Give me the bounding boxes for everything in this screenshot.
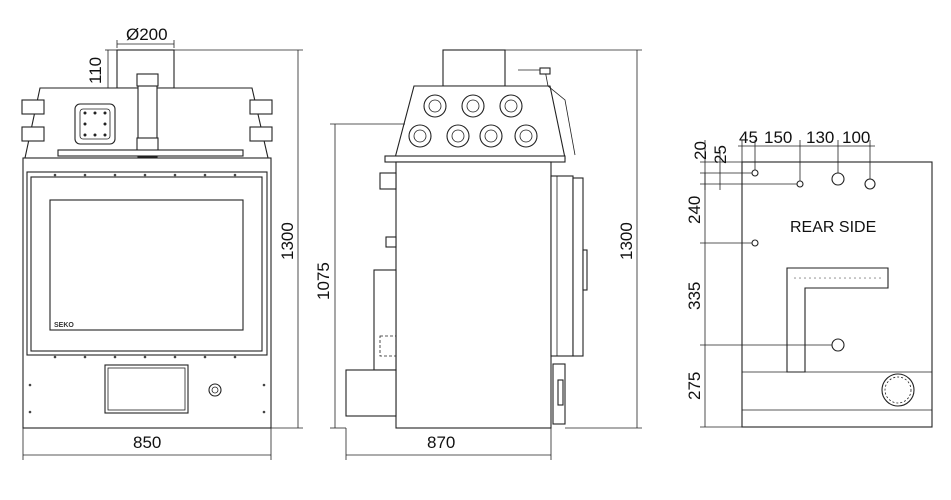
rear-air-inlet [881, 373, 915, 407]
front-view: SEKO Ø200 110 1300 [21, 25, 303, 460]
rear-dim-left-1: 240 [685, 196, 704, 224]
rear-dim-left-3: 275 [685, 372, 704, 400]
rear-hole [751, 239, 759, 247]
front-tab-left-1 [21, 99, 45, 115]
rear-dim-top-1: 45 [739, 128, 758, 147]
front-ash-door [104, 364, 189, 414]
front-brand-label: SEKO [54, 322, 74, 329]
rear-dim-top-4: 100 [842, 128, 870, 147]
rear-title: REAR SIDE [790, 219, 876, 236]
front-tab-right-1 [249, 99, 273, 115]
rear-view: REAR SIDE [685, 128, 933, 428]
front-bracket-top [136, 73, 159, 87]
front-tab-right-2 [249, 126, 273, 142]
dim-front-total-height: 1300 [278, 222, 297, 260]
dim-side-body-height: 1075 [314, 262, 333, 300]
front-glass [49, 199, 244, 331]
front-tab-left-2 [21, 126, 45, 142]
dim-side-depth: 870 [427, 433, 455, 452]
rear-hole [751, 169, 759, 177]
side-view: 1300 1075 870 [314, 49, 642, 460]
front-air-knob [208, 383, 222, 397]
rear-hole [864, 178, 876, 190]
dim-flue-height: 110 [86, 57, 105, 84]
dim-flue-diameter: Ø200 [126, 25, 168, 44]
side-flue-rings [408, 94, 538, 148]
front-rivets [28, 173, 266, 414]
rear-hole [831, 172, 845, 186]
side-flue-pipe [442, 49, 506, 87]
rear-dim-left-top-1: 20 [691, 141, 710, 160]
rear-dim-top-3: 130 [806, 128, 834, 147]
rear-dim-top-2: 150 [764, 128, 792, 147]
side-ash-box [345, 369, 397, 417]
rear-hole [831, 338, 845, 352]
dim-front-width: 850 [133, 433, 161, 452]
dim-side-total-height: 1300 [617, 222, 636, 260]
front-hood-rail [57, 149, 244, 157]
rear-dim-left-top-2: 25 [711, 145, 730, 164]
rear-dim-left-2: 335 [685, 282, 704, 310]
rear-hole [796, 180, 804, 188]
side-door [550, 175, 574, 357]
side-body [395, 161, 552, 429]
